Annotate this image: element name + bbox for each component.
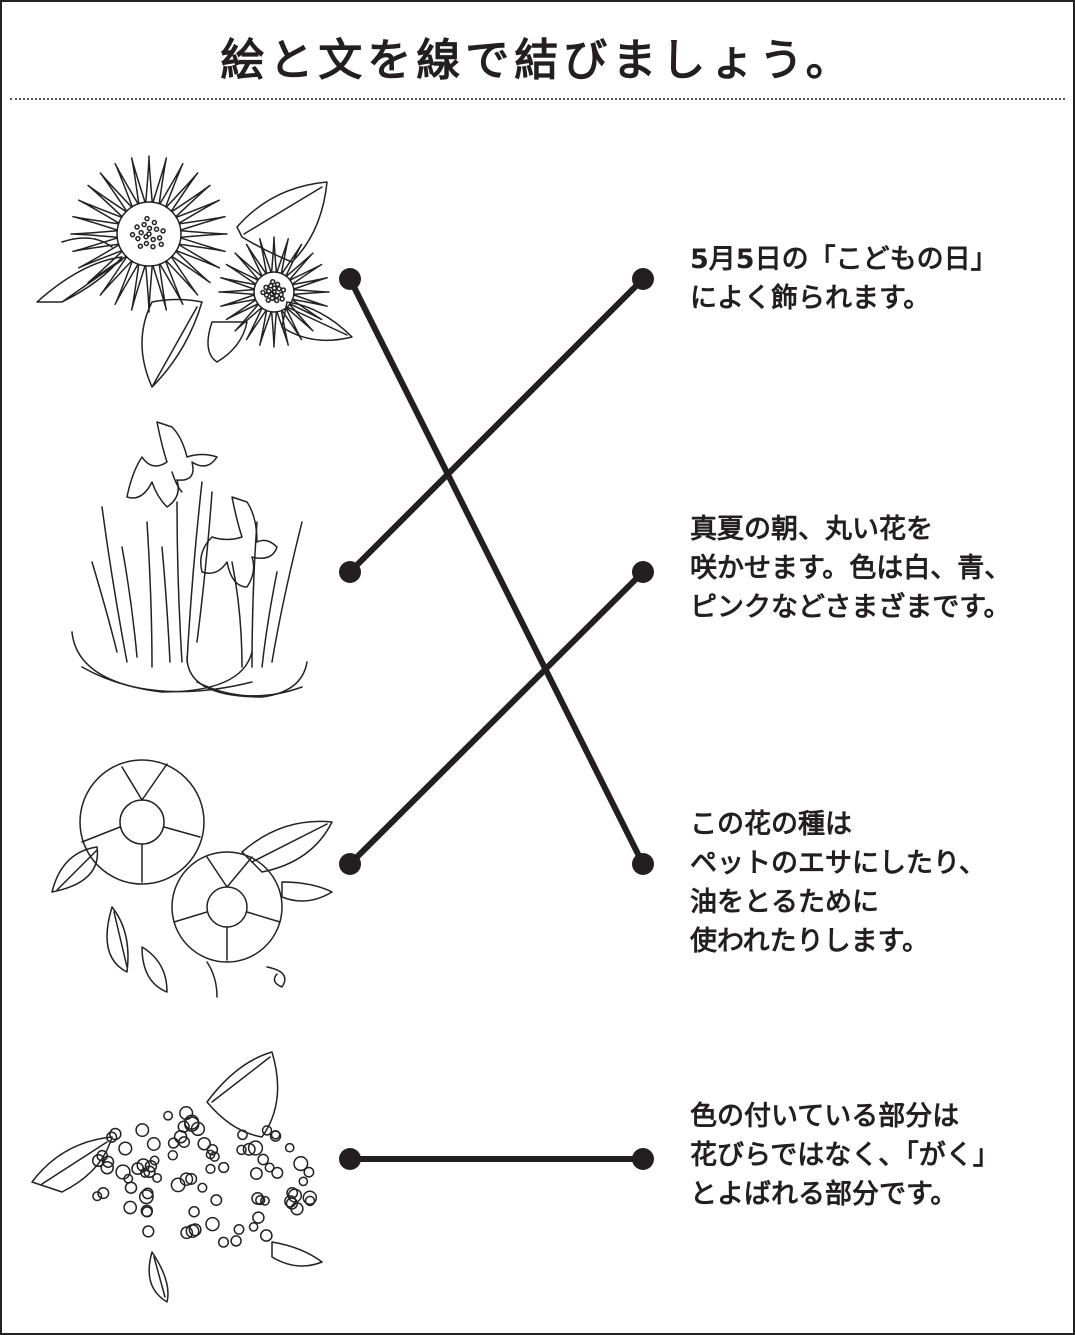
connection-line[interactable] xyxy=(347,276,646,867)
picture-endpoint-dot[interactable] xyxy=(339,1148,361,1170)
description-sepals: 色の付いている部分は 花びらではなく、「がく」 とよばれる部分です。 xyxy=(690,1097,1050,1214)
description-line: とよばれる部分です。 xyxy=(690,1179,958,1210)
description-line: この花の種は xyxy=(690,809,852,840)
description-endpoint-dot[interactable] xyxy=(632,268,654,290)
picture-endpoint-dot[interactable] xyxy=(339,853,361,875)
description-line: 真夏の朝、丸い花を xyxy=(690,514,933,545)
description-line: 花びらではなく、「がく」 xyxy=(690,1140,1000,1171)
picture-endpoint-dot[interactable] xyxy=(339,561,361,583)
sunflower-icon xyxy=(36,155,353,388)
description-endpoint-dot[interactable] xyxy=(632,1148,654,1170)
description-line: ペットのエサにしたり、 xyxy=(690,848,986,879)
description-line: 使われたりします。 xyxy=(690,926,929,957)
description-kodomo-no-hi: 5月5日の「こどもの日」 によく飾られます。 xyxy=(690,240,1050,318)
description-line: によく飾られます。 xyxy=(690,283,931,314)
description-line: 色の付いている部分は xyxy=(690,1101,960,1132)
hydrangea-icon xyxy=(31,1051,323,1303)
description-endpoint-dot[interactable] xyxy=(632,853,654,875)
picture-endpoint-dot[interactable] xyxy=(339,268,361,290)
description-summer-morning: 真夏の朝、丸い花を 咲かせます。色は白、青、 ピンクなどさまざまです。 xyxy=(690,510,1050,627)
description-seeds: この花の種は ペットのエサにしたり、 油をとるために 使われたりします。 xyxy=(690,805,1050,961)
morning-glory-icon xyxy=(51,759,333,998)
connection-line[interactable] xyxy=(347,569,646,867)
description-line: ピンクなどさまざまです。 xyxy=(690,592,1011,623)
description-endpoint-dot[interactable] xyxy=(632,561,654,583)
iris-icon xyxy=(71,421,308,698)
title-divider xyxy=(10,98,1065,100)
worksheet-title: 絵と文を線で結びましょう。 xyxy=(220,35,855,86)
description-line: 5月5日の「こどもの日」 xyxy=(690,244,998,275)
description-line: 咲かせます。色は白、青、 xyxy=(690,553,1012,584)
connection-line[interactable] xyxy=(347,276,646,575)
description-line: 油をとるために xyxy=(690,887,879,918)
